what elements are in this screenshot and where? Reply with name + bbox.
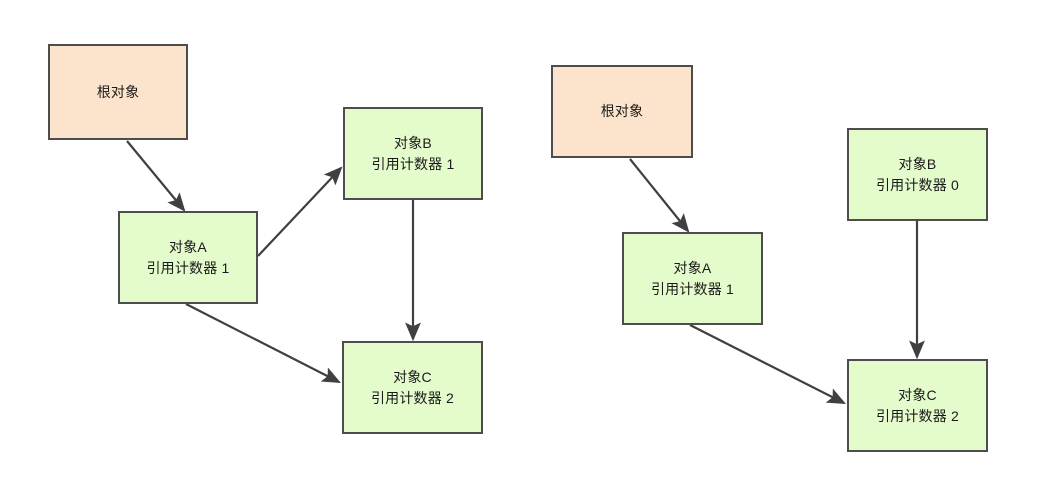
node-refcount: 引用计数器 1 (371, 155, 455, 172)
node-right-c[interactable]: 对象C 引用计数器 2 (847, 359, 988, 452)
edge-arrow (629, 158, 690, 233)
node-title: 对象A (169, 239, 207, 256)
node-left-a[interactable]: 对象A 引用计数器 1 (118, 211, 258, 304)
edge-arrow (185, 303, 341, 383)
node-title: 根对象 (600, 103, 644, 120)
node-title: 对象A (673, 260, 712, 277)
node-title: 对象B (394, 135, 432, 152)
node-right-root[interactable]: 根对象 (551, 65, 693, 158)
node-title: 根对象 (96, 83, 140, 100)
node-refcount: 引用计数器 2 (875, 407, 960, 424)
node-title: 对象C (898, 387, 937, 404)
node-title: 对象B (898, 156, 937, 173)
node-refcount: 引用计数器 2 (370, 389, 455, 406)
edge-arrow (689, 324, 846, 404)
node-refcount: 引用计数器 1 (650, 280, 735, 297)
node-left-root[interactable]: 根对象 (48, 44, 188, 140)
node-title: 对象C (393, 369, 432, 386)
node-left-c[interactable]: 对象C 引用计数器 2 (342, 341, 483, 434)
node-right-a[interactable]: 对象A 引用计数器 1 (622, 232, 763, 325)
node-refcount: 引用计数器 1 (146, 259, 230, 276)
node-left-b[interactable]: 对象B 引用计数器 1 (343, 107, 483, 200)
edge-arrow (257, 166, 343, 257)
node-refcount: 引用计数器 0 (875, 176, 960, 193)
edge-arrow (126, 140, 186, 212)
node-right-b[interactable]: 对象B 引用计数器 0 (847, 128, 988, 221)
